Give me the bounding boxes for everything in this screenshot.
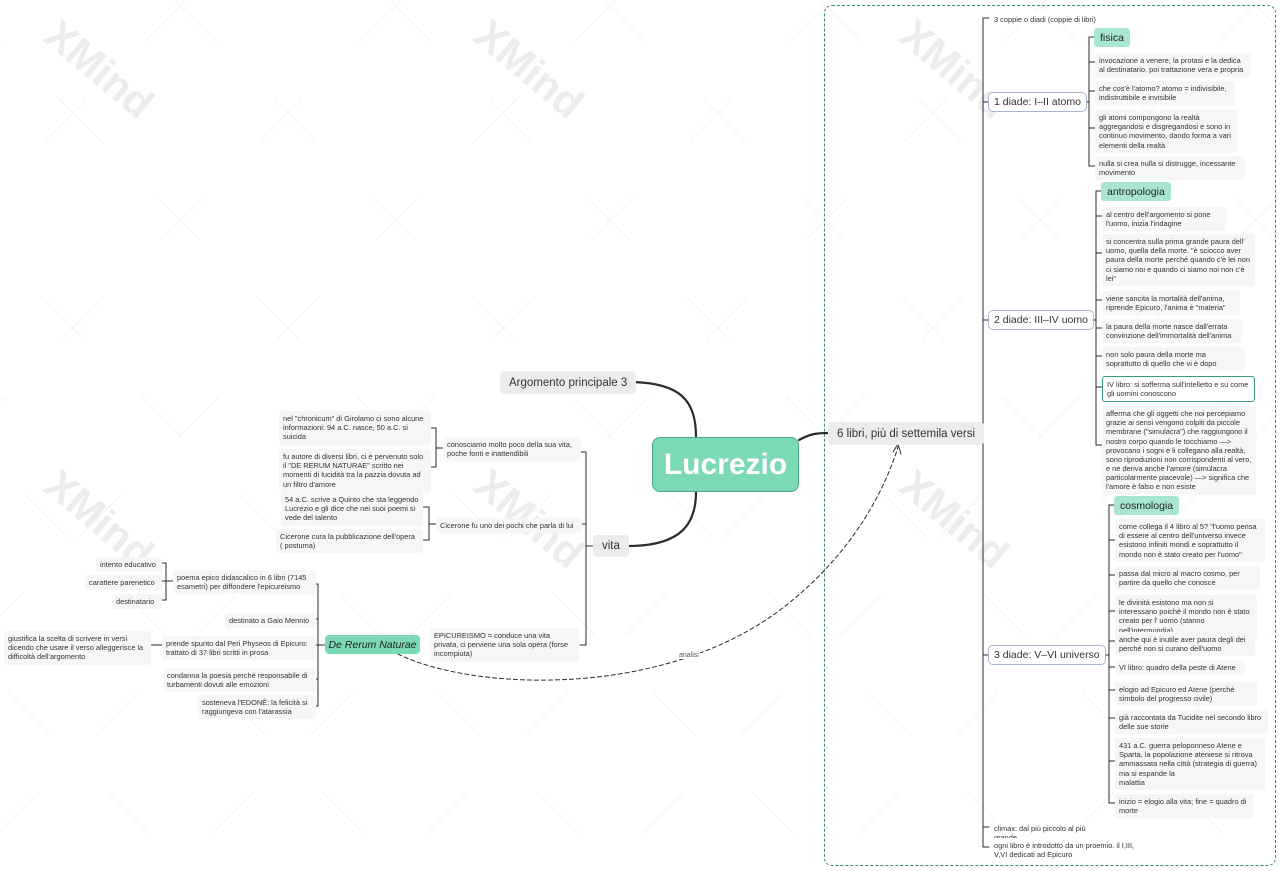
- antropologia-iv-libro-intelletto[interactable]: IV libro: si sofferma sull'intelletto e …: [1102, 376, 1255, 403]
- diade-3-universo[interactable]: 3 diade: V–VI universo: [988, 645, 1106, 665]
- antropologia-simulacra[interactable]: afferma che gli oggetti che noi percepia…: [1102, 406, 1256, 495]
- branch-argomento-principale[interactable]: Argomento principale 3: [500, 371, 637, 394]
- libri-coppie-diadi[interactable]: 3 coppie o diadi (coppie di libri): [990, 12, 1105, 28]
- branch-6-libri[interactable]: 6 libri, più di settemila versi: [828, 422, 985, 445]
- cosmologia-collega-4-5[interactable]: come collega il 4 libro al 5? "l'uomo pe…: [1115, 519, 1265, 562]
- cosmologia-elogio-epicuro[interactable]: elogio ad Epicuro ed Atene (perché simbo…: [1115, 682, 1257, 707]
- topic-antropologia[interactable]: antropologia: [1101, 182, 1171, 201]
- libri-proemio[interactable]: ogni libro è introdotto da un proemio. i…: [990, 838, 1140, 863]
- drn-giustifica-versi[interactable]: giustifica la scelta di scrivere in vers…: [4, 631, 151, 665]
- cosmologia-paura-dei[interactable]: anche qui è inutile aver paura degli dei…: [1115, 632, 1255, 657]
- cosmologia-peste-atene[interactable]: VI libro: quadro della peste di Atene: [1115, 660, 1245, 676]
- fisica-nulla-si-crea[interactable]: nulla si crea nulla si distrugge, incess…: [1095, 156, 1245, 181]
- antropologia-dopo-morte[interactable]: non solo paura della morte ma soprattutt…: [1102, 347, 1245, 372]
- drn-edone[interactable]: sosteneva l'EDONÉ: la felicità si raggiu…: [198, 695, 316, 720]
- drn-condanna-poesia[interactable]: condanna la poesia perché responsabile d…: [163, 668, 316, 693]
- antropologia-paura-morte[interactable]: si concentra sulla prima grande paura de…: [1102, 234, 1255, 286]
- drn-peri-physeos[interactable]: prende spunto dal Peri Physeos di Epicur…: [162, 636, 316, 661]
- cosmologia-guerra-peloponneso[interactable]: 431 a.C. guerra peloponneso Atene e Spar…: [1115, 738, 1265, 790]
- vita-autore-libri[interactable]: fu autore di diversi libri, ci è pervenu…: [279, 449, 431, 492]
- antropologia-centro-uomo[interactable]: al centro dell'argomento si pone l'uomo,…: [1102, 207, 1226, 232]
- vita-pubblicazione-postuma[interactable]: Cicerone cura la pubblicazione dell'oper…: [276, 529, 423, 554]
- edge-central-argomento: [626, 380, 698, 439]
- topic-fisica[interactable]: fisica: [1094, 28, 1130, 47]
- de-rerum-naturae-topic[interactable]: De Rerum Naturae: [325, 635, 420, 654]
- boundary-frame: [824, 5, 1276, 866]
- edge-central-libri: [797, 431, 830, 442]
- vita-epicureismo[interactable]: EPICUREISMO = conduce una vita privata, …: [430, 628, 579, 662]
- drn-gaio-mennio[interactable]: destinato a Gaio Mennio: [225, 613, 316, 629]
- antropologia-errata-convinzione[interactable]: la paura della morte nasce dall'errata c…: [1102, 319, 1242, 344]
- fisica-atomi-realta[interactable]: gli atomi compongono la realtà aggregand…: [1095, 110, 1238, 153]
- topic-cosmologia[interactable]: cosmologia: [1114, 496, 1180, 515]
- drn-carattere-parenetico[interactable]: carattere parenetico: [85, 575, 162, 591]
- drn-intento-educativo[interactable]: intento educativo: [96, 557, 162, 573]
- diade-1-atomo[interactable]: 1 diade: I–II atomo: [988, 92, 1087, 112]
- vita-cicerone-parla[interactable]: Cicerone fu uno dei pochi che parla di l…: [436, 518, 582, 534]
- diade-2-uomo[interactable]: 2 diade: III–IV uomo: [988, 310, 1094, 330]
- drn-poema-epico[interactable]: poema epico didascalico in 6 libri (7145…: [173, 570, 316, 595]
- branch-vita[interactable]: vita: [593, 535, 629, 557]
- central-topic[interactable]: Lucrezio: [652, 437, 799, 492]
- vita-quinto-lettera[interactable]: 54 a.C. scrive a Quinto che sta leggendo…: [281, 492, 423, 526]
- fisica-invocazione-venere[interactable]: invocazione a venere, la protasi e la de…: [1095, 53, 1251, 78]
- cosmologia-tucidite[interactable]: già raccontata da Tucidite nel secondo l…: [1115, 710, 1268, 735]
- fisica-cose-atomo[interactable]: che cos'è l'atomo? atomo = indivisibile,…: [1095, 81, 1235, 106]
- cosmologia-micro-macro[interactable]: passa dal micro al macro cosmo, per part…: [1115, 566, 1260, 591]
- vita-conosciamo-poco[interactable]: conosciamo molto poco della sua vita, po…: [443, 437, 581, 462]
- vita-chronicum-girolamo[interactable]: nel "chronicum" di Girolamo ci sono alcu…: [279, 411, 431, 445]
- antropologia-mortalita-anima[interactable]: viene sancita la mortalità dell'anima, r…: [1102, 291, 1240, 316]
- cosmologia-inizio-fine[interactable]: inizio = elogio alla vita; fine = quadro…: [1115, 794, 1253, 819]
- edge-central-vita: [626, 490, 698, 548]
- drn-destinatario[interactable]: destinatario: [112, 594, 162, 610]
- relationship-label: analisi: [678, 652, 700, 659]
